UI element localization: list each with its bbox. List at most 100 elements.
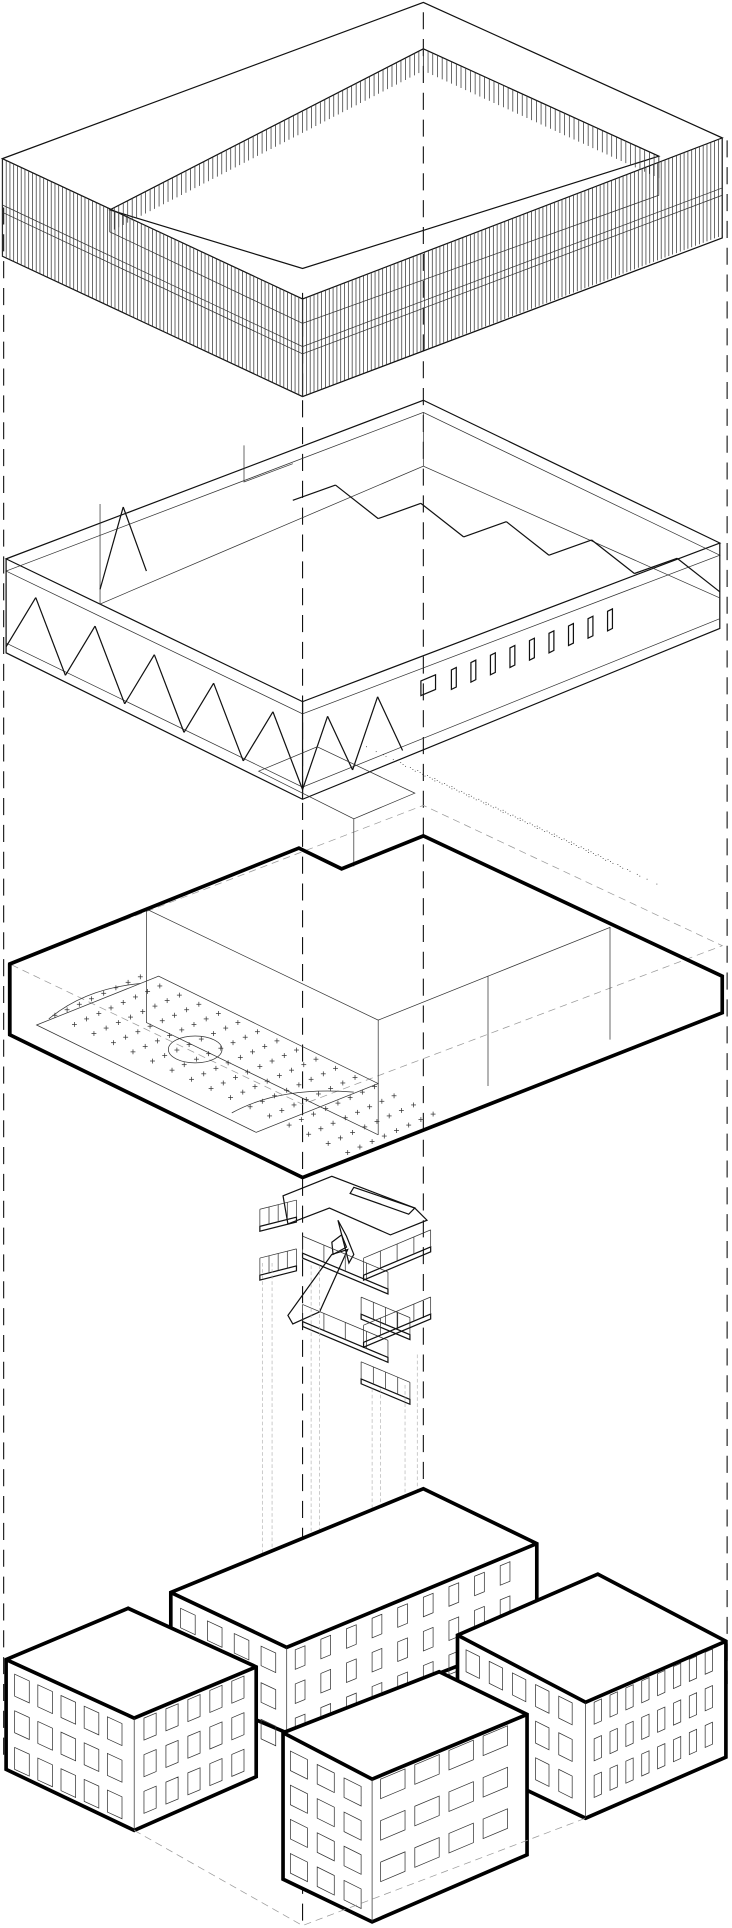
window [187,1693,201,1723]
window [641,1750,650,1777]
window [558,1695,573,1726]
truss-window [420,673,437,697]
window [316,1866,335,1896]
window [371,1613,383,1639]
window [233,1632,250,1661]
truss-inner-far [99,465,720,605]
window [37,1757,53,1788]
window [448,1739,474,1771]
truss-diagonal [327,716,354,771]
truss-diagonal [676,557,721,593]
stair-flight [287,1248,349,1325]
slab-pattern [52,746,658,1155]
window [60,1694,77,1725]
window [83,1778,100,1809]
window [289,1818,308,1849]
building-left [4,1606,259,1833]
window [380,1851,406,1883]
stairs-and-bridges [259,1175,432,1599]
window [346,1624,357,1649]
fence-rail [2,187,723,347]
window [294,1679,306,1705]
truss-diagonal [122,506,147,572]
bridge-deck [301,1252,389,1295]
truss-bottom-chord [5,618,720,788]
truss-diagonal [242,711,274,762]
truss-windows [420,607,614,697]
roof-fence-screen [0,1,724,398]
window [609,1764,618,1791]
window [625,1684,634,1711]
window [499,1561,511,1586]
window [558,1732,573,1763]
truss-window [587,615,594,640]
window [231,1748,245,1777]
slab-void [257,746,416,820]
buildings [4,1486,728,1926]
fence-top-inner [108,48,661,270]
window [625,1757,634,1784]
fence-bottom-edge [1,137,723,398]
window [343,1845,362,1875]
window [657,1743,666,1770]
window [422,1626,434,1652]
window [422,1592,434,1618]
slab-outline-dashed [8,804,724,1105]
bridge-deck [301,1320,389,1364]
window [641,1713,650,1740]
window [180,1607,196,1636]
fence-inner-base [109,156,660,324]
window [143,1712,157,1741]
window [260,1645,277,1674]
window [316,1832,335,1862]
window [320,1634,331,1660]
building-outline [4,1606,259,1833]
truss-window [450,666,457,691]
window [397,1637,408,1662]
window [414,1836,440,1868]
window [60,1731,77,1762]
window [593,1698,602,1725]
window [535,1757,550,1788]
window [482,1766,508,1798]
truss-top-outer [4,399,722,703]
truss-diagonal [301,716,329,790]
bridge-deck [259,1265,298,1281]
window [688,1692,697,1719]
truss-diagonal [463,521,507,538]
window [165,1703,179,1732]
window [704,1648,713,1675]
truss-diagonal [124,654,155,705]
window [231,1712,245,1741]
window [294,1645,306,1670]
window [343,1811,362,1841]
truss-diagonal [5,597,37,648]
truss-diagonal [505,521,550,556]
window [289,1784,308,1814]
window [143,1785,157,1814]
window [343,1879,362,1910]
window [380,1809,406,1841]
window [316,1798,335,1828]
truss-diagonal [335,484,379,520]
window [414,1795,440,1827]
truss-diagonal [35,597,66,676]
window [371,1647,383,1673]
basketball-court [35,975,380,1133]
window [688,1655,697,1682]
window [397,1603,408,1628]
window [512,1672,527,1703]
window [260,1718,277,1747]
bridge-top [282,1175,429,1236]
window [688,1728,697,1756]
window [641,1676,650,1704]
slab-thick-outline [7,833,725,1180]
building-front [281,1669,529,1924]
floor-slab-with-court [7,746,725,1180]
truss-diagonal [213,683,244,762]
window [209,1684,223,1713]
bridge-deck [360,1377,411,1406]
window [380,1768,406,1800]
window [106,1716,123,1747]
